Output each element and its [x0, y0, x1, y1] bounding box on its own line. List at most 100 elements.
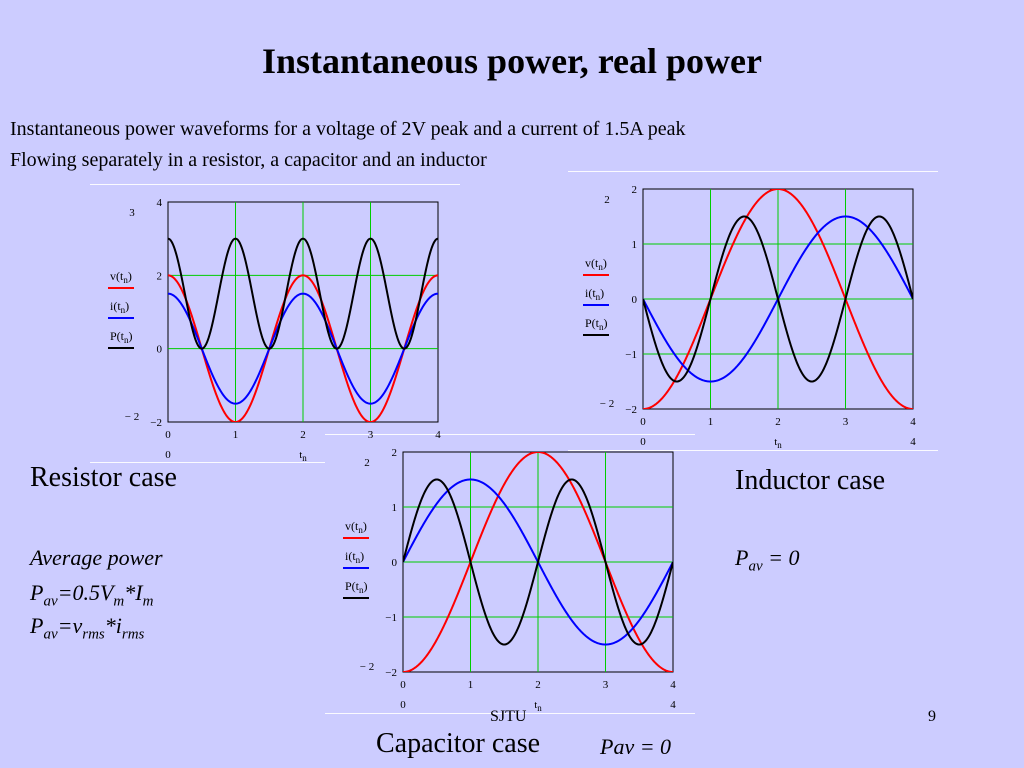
resistor-caption: Resistor case	[30, 462, 177, 493]
inductor-pav: Pav = 0	[735, 545, 800, 575]
series-line	[168, 274, 438, 422]
separator	[325, 434, 695, 435]
separator	[90, 462, 325, 463]
separator	[90, 184, 460, 185]
separator	[325, 713, 695, 714]
y-min-label: − 2	[125, 411, 139, 423]
x-tick-label: 2	[300, 429, 306, 441]
x-tick-label: 1	[708, 416, 714, 428]
y-tick-label: −2	[150, 417, 162, 429]
x-axis-label: tn	[774, 436, 782, 450]
legend-label: P(tn)	[585, 316, 608, 332]
y-tick-label: 0	[392, 557, 398, 569]
x-axis-label: tn	[299, 449, 307, 463]
legend-label: i(tn)	[585, 286, 604, 302]
legend-label-close: )	[603, 256, 607, 270]
y-tick-label: −1	[385, 612, 397, 624]
capacitor-chart: 0 1 2 3 4 2 1 0 −1 −2 2 − 2 0 4 tn v(tn) i(tn) P(tn)	[343, 447, 676, 713]
y-min-label: − 2	[360, 661, 374, 673]
y-tick-label: 0	[632, 294, 638, 306]
legend-label: v(tn)	[110, 269, 132, 285]
resistor-formula-1: Pav=0.5Vm*Im	[30, 580, 154, 610]
description-line-2: Flowing separately in a resistor, a capa…	[10, 149, 487, 171]
legend-label-sub: n	[599, 322, 604, 332]
x-axis-label-sub: n	[537, 703, 542, 713]
page-title: Instantaneous power, real power	[261, 41, 763, 81]
y-tick-label: −2	[625, 404, 637, 416]
y-tick-label: −2	[385, 667, 397, 679]
x-axis-label-sub: n	[777, 440, 782, 450]
series-line	[403, 478, 673, 646]
series-line	[643, 215, 913, 383]
y-max-label: 3	[129, 207, 135, 219]
y-tick-label: 1	[632, 239, 638, 251]
legend-label: P(tn)	[110, 329, 133, 345]
series-line	[168, 237, 438, 350]
legend-label-sub: n	[123, 275, 128, 285]
x-max-label: 4	[670, 699, 676, 711]
legend-label-close: )	[129, 329, 133, 343]
resistor-formula-2: Pav=vrms*irms	[30, 613, 145, 643]
legend-label-sub: n	[358, 525, 363, 535]
x-tick-label: 3	[603, 679, 609, 691]
y-tick-label: 2	[157, 270, 163, 282]
footer-org: SJTU	[490, 708, 527, 725]
legend-label-sub: n	[121, 305, 126, 315]
y-tick-label: 4	[157, 197, 163, 209]
legend-label-sub: n	[356, 555, 361, 565]
inductor-caption: Inductor case	[735, 465, 886, 496]
x-tick-label: 3	[368, 429, 374, 441]
legend-label: P(tn)	[345, 579, 368, 595]
y-tick-label: 0	[157, 344, 163, 356]
x-axis-label: tn	[534, 699, 542, 713]
inductor-chart: 0 1 2 3 4 2 1 0 −1 −2 2 − 2 0 4 tn v(tn) i(tn) P(tn)	[583, 184, 916, 450]
x-tick-label: 0	[400, 679, 406, 691]
y-max-label: 2	[604, 194, 610, 206]
y-tick-label: 2	[392, 447, 398, 459]
capacitor-caption: Capacitor case	[376, 728, 541, 759]
x-tick-label: 2	[535, 679, 541, 691]
legend-label-close: )	[604, 316, 608, 330]
x-tick-label: 4	[435, 429, 441, 441]
y-tick-label: 1	[392, 502, 398, 514]
separator	[568, 171, 938, 172]
legend-label-close: )	[363, 519, 367, 533]
x-tick-label: 0	[640, 416, 646, 428]
legend-label-sub: n	[124, 335, 129, 345]
series-line	[643, 189, 913, 409]
legend-label-sub: n	[596, 292, 601, 302]
capacitor-pav: Pav = 0	[600, 734, 672, 759]
legend-label-close: )	[125, 299, 129, 313]
description-line-1: Instantaneous power waveforms for a volt…	[10, 118, 686, 140]
y-tick-label: −1	[625, 349, 637, 361]
x-tick-label: 0	[165, 429, 171, 441]
legend-label: v(tn)	[585, 256, 607, 272]
x-min-label: 0	[400, 699, 406, 711]
legend-label-sub: n	[359, 585, 364, 595]
legend-label-close: )	[364, 579, 368, 593]
legend-label-close: )	[360, 549, 364, 563]
legend-label-sub: n	[598, 262, 603, 272]
legend-label: v(tn)	[345, 519, 367, 535]
y-tick-label: 2	[632, 184, 638, 196]
series-line	[168, 292, 438, 405]
x-tick-label: 1	[233, 429, 239, 441]
x-axis-label-sub: n	[302, 453, 307, 463]
legend-label-close: )	[600, 286, 604, 300]
x-tick-label: 4	[670, 679, 676, 691]
x-tick-label: 2	[775, 416, 781, 428]
x-tick-label: 3	[843, 416, 849, 428]
legend-label: i(tn)	[345, 549, 364, 565]
y-min-label: − 2	[600, 398, 614, 410]
x-max-label: 4	[910, 436, 916, 448]
series-line	[403, 452, 673, 672]
legend-label: i(tn)	[110, 299, 129, 315]
x-min-label: 0	[640, 436, 646, 448]
x-tick-label: 4	[910, 416, 916, 428]
y-max-label: 2	[364, 457, 370, 469]
page-number: 9	[928, 708, 936, 725]
average-power-label: Average power	[30, 545, 163, 570]
separator	[568, 450, 938, 451]
x-tick-label: 1	[468, 679, 474, 691]
